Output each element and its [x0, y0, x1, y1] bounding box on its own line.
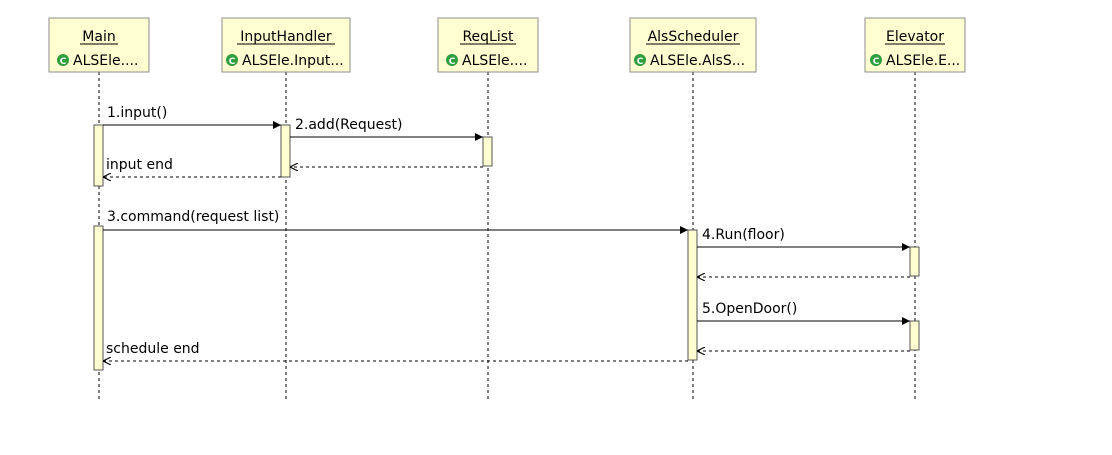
participant-type: ALSEle....	[73, 53, 138, 69]
return-label-schedule-end: schedule end	[106, 341, 200, 357]
participant-inputhandler[interactable]: InputHandler C ALSEle.Input...	[221, 17, 351, 73]
svg-text:C: C	[449, 57, 456, 67]
svg-text:C: C	[229, 57, 236, 67]
activation-inputhandler	[280, 124, 291, 178]
message-label-run: 4.Run(floor)	[702, 227, 785, 243]
participant-type: ALSEle.E...	[886, 53, 960, 69]
message-label-command: 3.command(request list)	[107, 209, 279, 225]
participant-type: ALSEle.Input...	[242, 53, 344, 69]
message-label-opendoor: 5.OpenDoor()	[702, 301, 797, 317]
participant-reqlist[interactable]: ReqList C ALSEle....	[437, 17, 539, 73]
svg-text:C: C	[60, 57, 67, 67]
activation-main-1	[93, 124, 104, 187]
class-icon: C	[226, 54, 238, 67]
participant-name: InputHandler	[240, 29, 332, 45]
activation-alsscheduler	[687, 229, 698, 361]
participant-type: ALSEle....	[462, 53, 527, 69]
participant-alsscheduler[interactable]: AlsScheduler C ALSEle.AlsS...	[629, 17, 757, 73]
message-label-add: 2.add(Request)	[295, 117, 403, 133]
activation-elevator-2	[909, 320, 920, 351]
class-icon: C	[446, 54, 458, 67]
participant-name: AlsScheduler	[648, 29, 739, 45]
class-icon: C	[57, 54, 69, 67]
participant-name: Elevator	[886, 29, 944, 45]
activation-main-2	[93, 225, 104, 371]
participant-type: ALSEle.AlsS...	[650, 53, 745, 69]
class-icon: C	[634, 54, 646, 67]
participant-main[interactable]: Main C ALSEle....	[48, 17, 150, 73]
activation-elevator-1	[909, 246, 920, 277]
participant-name: Main	[82, 29, 115, 45]
class-icon: C	[870, 54, 882, 67]
return-label-input-end: input end	[106, 157, 173, 173]
svg-text:C: C	[873, 57, 880, 67]
svg-text:C: C	[637, 57, 644, 67]
participant-elevator[interactable]: Elevator C ALSEle.E...	[864, 17, 966, 73]
message-label-input: 1.input()	[107, 105, 167, 121]
participant-name: ReqList	[462, 29, 514, 45]
activation-reqlist	[482, 136, 493, 167]
